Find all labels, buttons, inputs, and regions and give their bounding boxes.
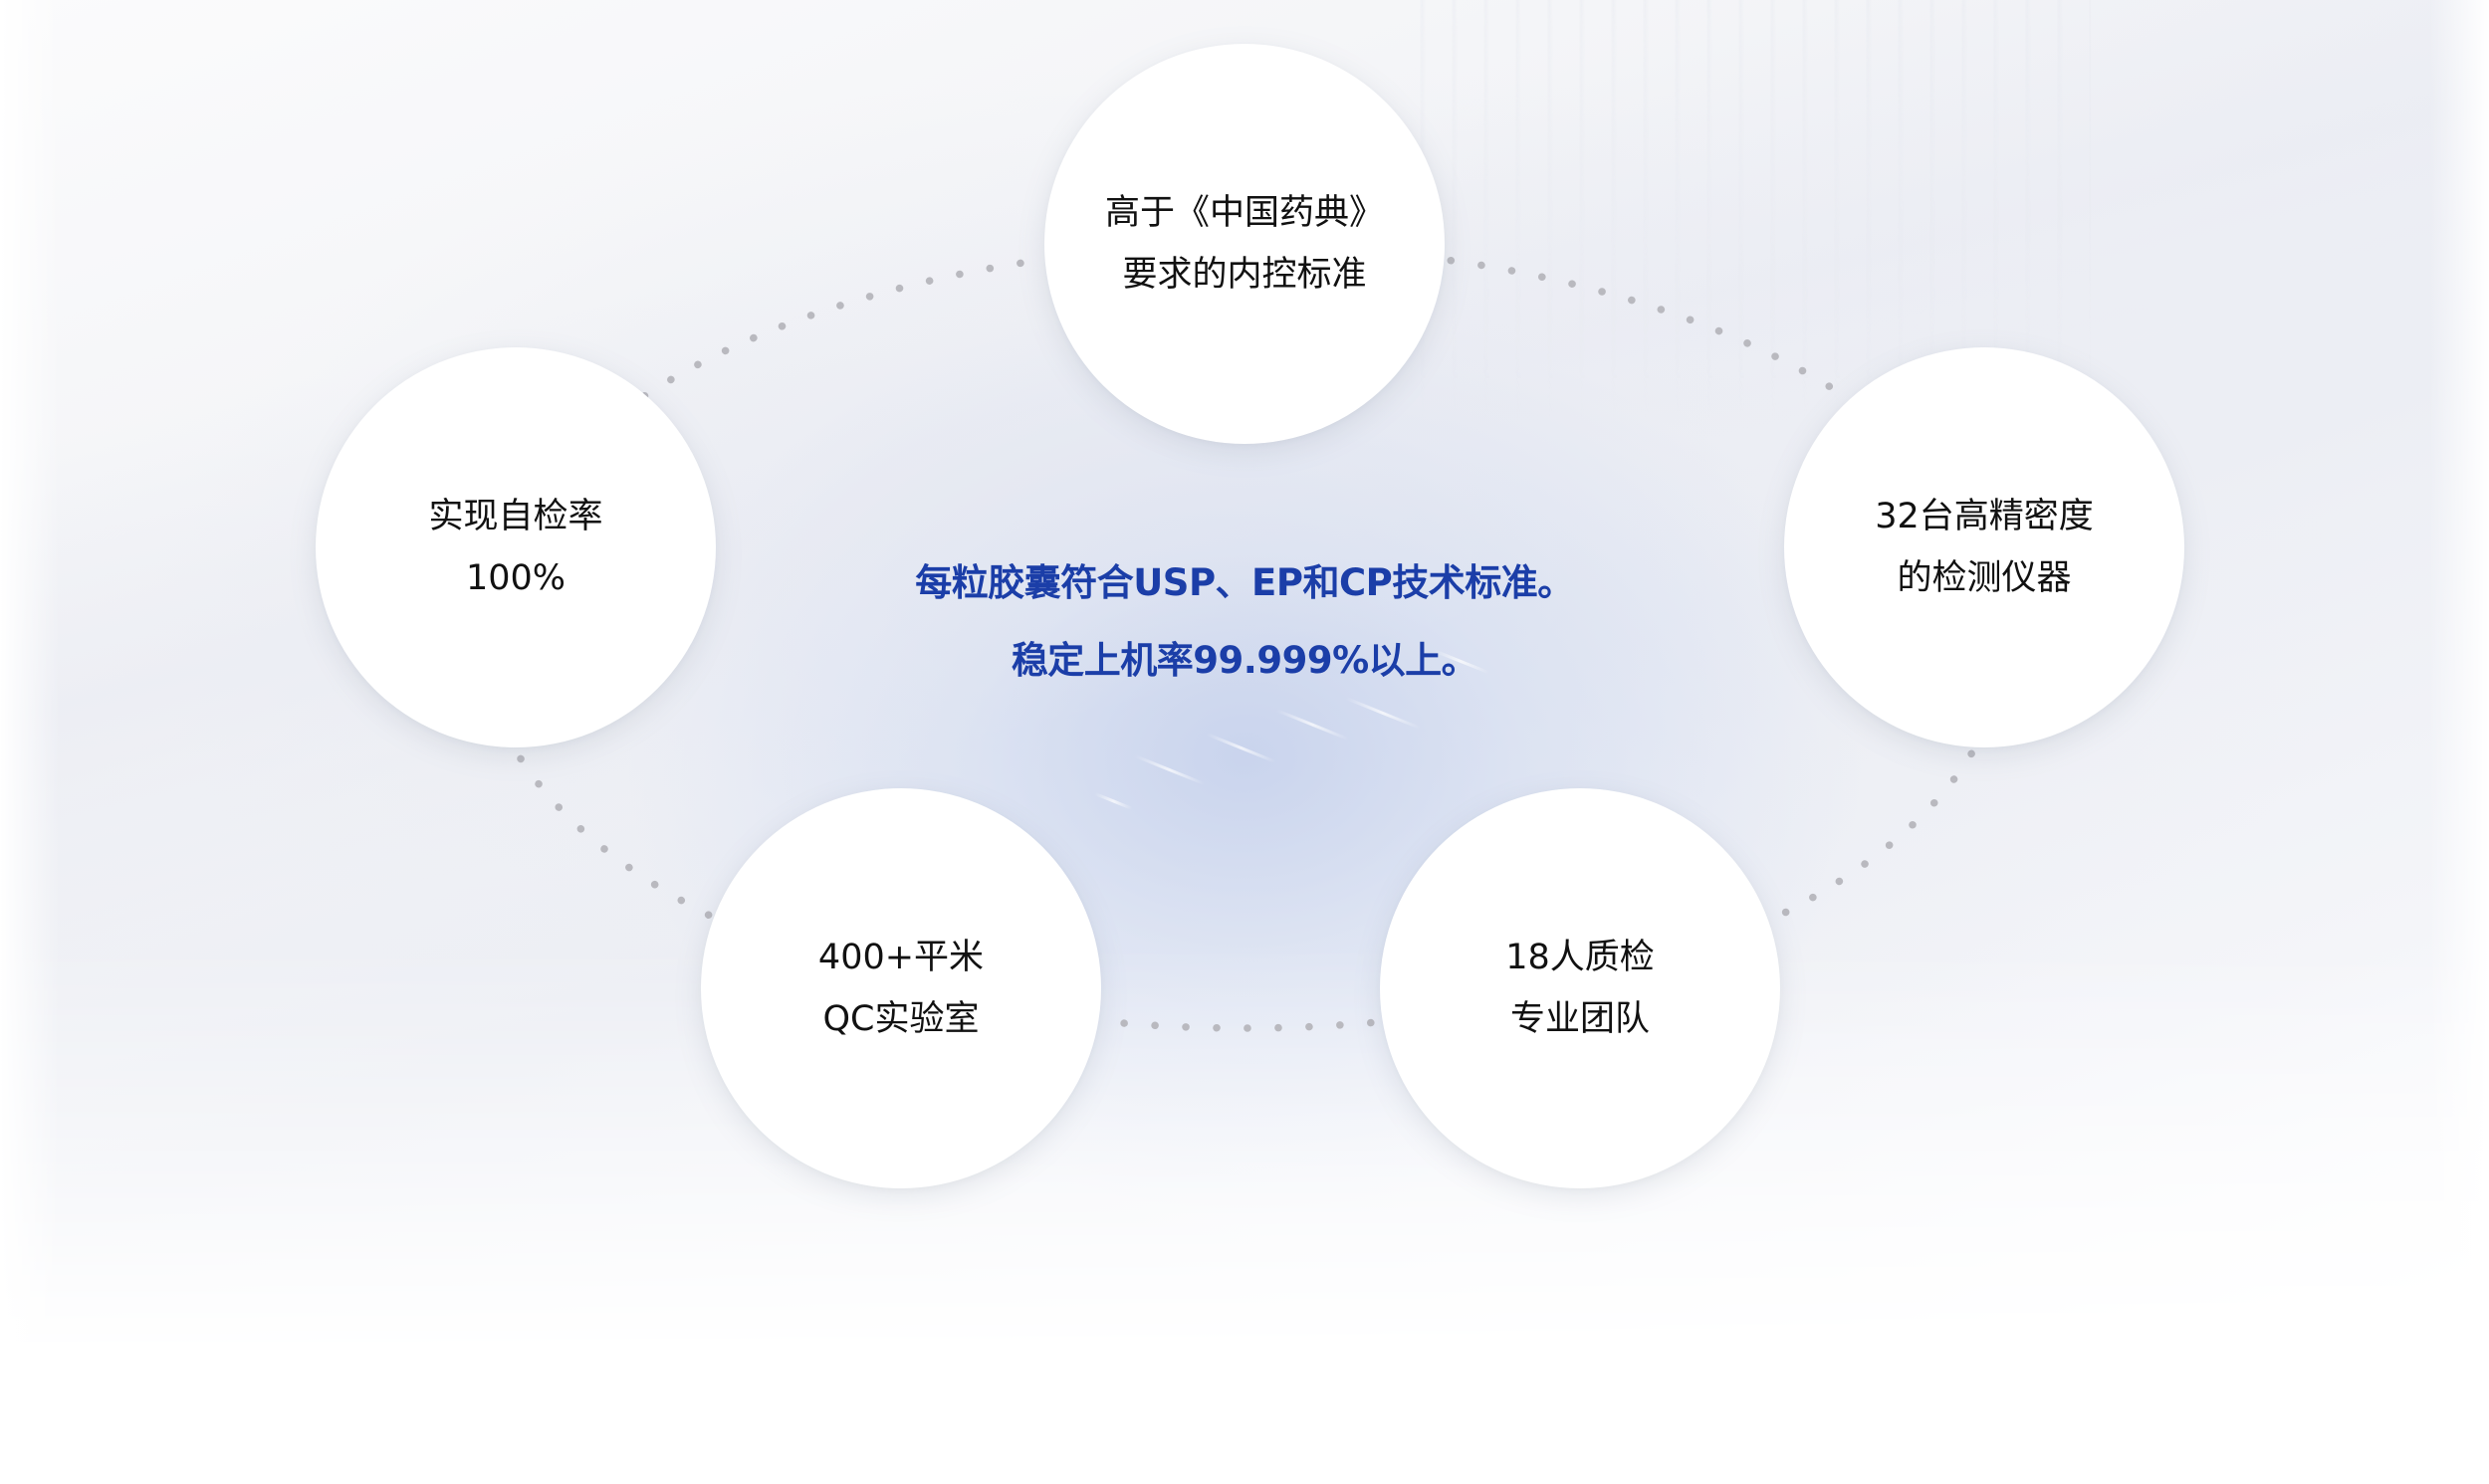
- feature-text-line: 专业团队: [1509, 999, 1650, 1039]
- feature-circle-pharmacopoeia: 高于《中国药典》 要求的内控标准: [1044, 44, 1445, 444]
- feature-text-line: 32台高精密度: [1875, 497, 2094, 536]
- center-headline-line-2: 稳定上机率99.999%以上。: [1011, 639, 1478, 682]
- feature-circle-self-inspection: 实现自检率 100%: [316, 347, 716, 747]
- feature-circle-instruments: 32台高精密度 的检测仪器: [1784, 347, 2184, 747]
- feature-circle-qc-lab: 400+平米 QC实验室: [701, 788, 1101, 1188]
- center-headline-line-1: 每粒胶囊符合USP、EP和CP技术标准。: [915, 561, 1574, 604]
- feature-text-line: 的检测仪器: [1897, 558, 2072, 598]
- feature-text-line: 高于《中国药典》: [1104, 193, 1384, 233]
- feature-circle-qc-team: 18人质检 专业团队: [1380, 788, 1780, 1188]
- feature-text-line: 18人质检: [1505, 938, 1655, 977]
- feature-text-line: 400+平米: [817, 938, 985, 977]
- feature-text-line: 实现自检率: [428, 497, 603, 536]
- feature-text-line: 要求的内控标准: [1122, 255, 1367, 295]
- feature-text-line: 100%: [465, 558, 566, 598]
- feature-text-line: QC实验室: [822, 999, 980, 1039]
